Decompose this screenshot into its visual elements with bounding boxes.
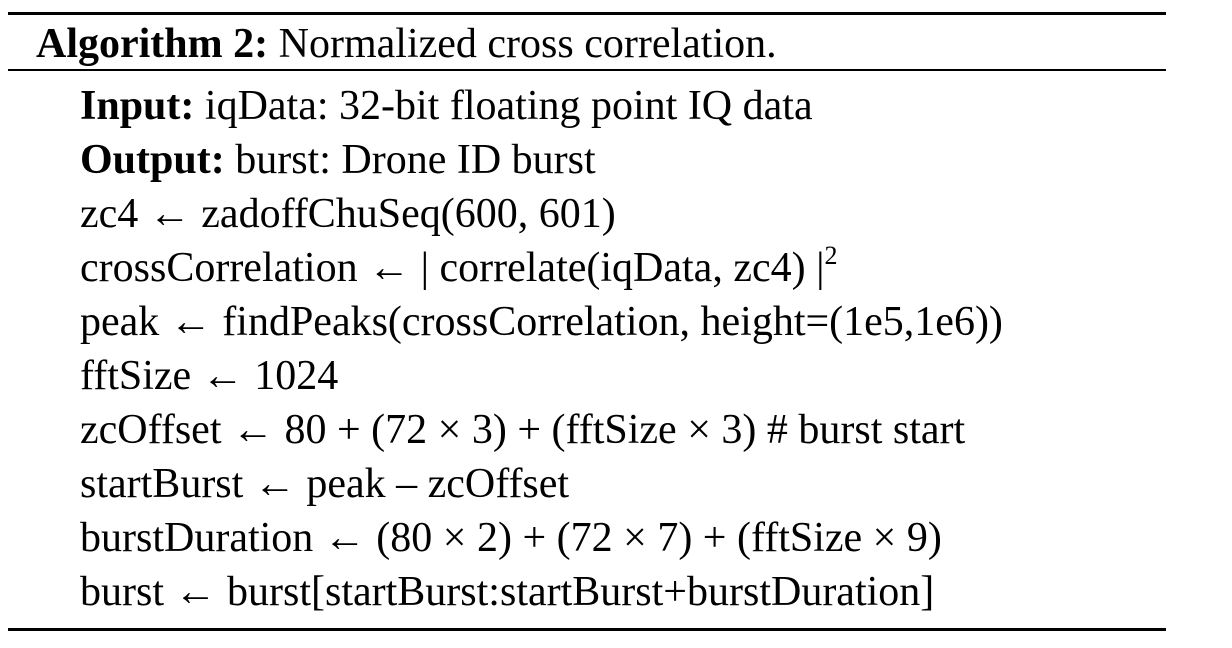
bottom-rule xyxy=(8,628,1166,631)
output-description: burst: Drone ID burst xyxy=(235,137,596,183)
code-line-zc4: zc4 ← zadoffChuSeq(600, 601) xyxy=(80,191,616,237)
algorithm-caption: Algorithm 2: Normalized cross correlatio… xyxy=(36,18,777,70)
cross-correlation-expression: crossCorrelation ← | correlate(iqData, z… xyxy=(80,245,825,291)
algorithm-label: Algorithm 2: xyxy=(36,21,269,67)
input-label: Input: xyxy=(80,83,195,129)
algorithm-title: Normalized cross correlation. xyxy=(278,21,777,67)
code-line-zc-offset: zcOffset ← 80 + (72 × 3) + (fftSize × 3)… xyxy=(80,407,966,453)
algorithm-body: Input: iqData: 32-bit floating point IQ … xyxy=(80,79,1003,619)
caption-rule xyxy=(8,69,1166,71)
code-line-fft-size: fftSize ← 1024 xyxy=(80,353,339,399)
code-line-burst: burst ← burst[startBurst:startBurst+burs… xyxy=(80,569,935,615)
input-line: Input: iqData: 32-bit floating point IQ … xyxy=(80,79,1003,133)
output-line: Output: burst: Drone ID burst xyxy=(80,133,1003,187)
code-line-cross-correlation: crossCorrelation ← | correlate(iqData, z… xyxy=(80,241,1003,295)
output-label: Output: xyxy=(80,137,225,183)
squared-exponent: 2 xyxy=(824,241,838,270)
input-description: iqData: 32-bit floating point IQ data xyxy=(204,83,813,129)
code-line-peak: peak ← findPeaks(crossCorrelation, heigh… xyxy=(80,299,1003,345)
top-rule xyxy=(8,12,1166,15)
code-line-burst-duration: burstDuration ← (80 × 2) + (72 × 7) + (f… xyxy=(80,515,942,561)
code-line-start-burst: startBurst ← peak – zcOffset xyxy=(80,461,570,507)
